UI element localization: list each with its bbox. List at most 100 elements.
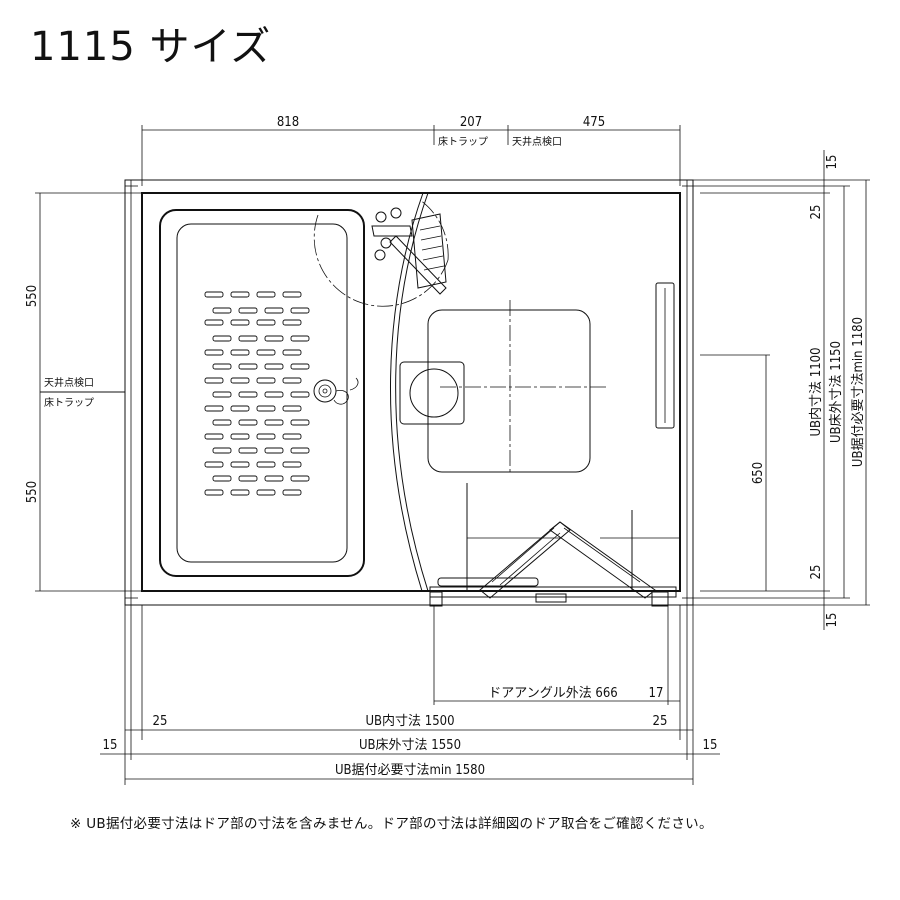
ub-floor-outline bbox=[124, 179, 694, 606]
grip-slot bbox=[204, 433, 224, 440]
label-floor-trap-top: 床トラップ bbox=[438, 135, 488, 148]
ub-inner-outline bbox=[141, 192, 681, 592]
grip-slot bbox=[212, 447, 232, 454]
dim-right-15-bottom: 15 bbox=[825, 613, 840, 628]
grip-slot bbox=[282, 461, 302, 468]
folding-door bbox=[429, 521, 677, 607]
grip-slot bbox=[282, 319, 302, 326]
grip-slot bbox=[264, 447, 284, 454]
dim-right-650: 650 bbox=[751, 462, 766, 484]
grip-slot bbox=[256, 377, 276, 384]
grip-slot bbox=[204, 319, 224, 326]
grip-slot bbox=[230, 461, 250, 468]
grip-slot bbox=[238, 475, 258, 482]
dim-top-207: 207 bbox=[460, 115, 482, 130]
grip-slot bbox=[204, 405, 224, 412]
faucet-area bbox=[313, 199, 449, 307]
grip-slot bbox=[230, 433, 250, 440]
grip-slot bbox=[212, 335, 232, 342]
grip-slot bbox=[282, 405, 302, 412]
grip-slot bbox=[256, 319, 276, 326]
grip-slot bbox=[256, 461, 276, 468]
grip-slot bbox=[256, 433, 276, 440]
curved-partition bbox=[395, 192, 429, 592]
grip-slot bbox=[212, 391, 232, 398]
grip-slot bbox=[282, 349, 302, 356]
grip-slot bbox=[264, 391, 284, 398]
grip-slot bbox=[238, 307, 258, 314]
dim-bottom-25-right: 25 bbox=[653, 714, 668, 729]
grip-slot bbox=[238, 363, 258, 370]
label-ceiling-inspection-top: 天井点検口 bbox=[512, 135, 562, 148]
grip-slot bbox=[212, 419, 232, 426]
dim-left-550-bottom: 550 bbox=[25, 481, 40, 503]
dim-ub-floor-outer-horizontal: UB床外寸法 1550 bbox=[359, 738, 461, 753]
dim-bottom-25-left: 25 bbox=[153, 714, 168, 729]
grip-slot bbox=[290, 475, 310, 482]
dim-bottom-15-left: 15 bbox=[103, 738, 118, 753]
grip-slot bbox=[238, 391, 258, 398]
dim-left-550-top: 550 bbox=[25, 285, 40, 307]
grip-slot bbox=[290, 335, 310, 342]
grip-slot bbox=[212, 363, 232, 370]
grip-slot bbox=[238, 447, 258, 454]
grip-slot bbox=[230, 405, 250, 412]
grip-slot bbox=[256, 405, 276, 412]
grab-bar bbox=[655, 282, 675, 429]
stool bbox=[399, 361, 465, 425]
grip-slot bbox=[256, 291, 276, 298]
grip-slot bbox=[290, 307, 310, 314]
grip-slot bbox=[264, 419, 284, 426]
washing-counter bbox=[427, 309, 591, 473]
grip-slot bbox=[282, 291, 302, 298]
dim-bottom-15-right: 15 bbox=[703, 738, 718, 753]
dim-ub-floor-outer-vertical: UB床外寸法 1150 bbox=[829, 341, 844, 443]
dim-ub-required-horizontal: UB据付必要寸法min 1580 bbox=[335, 763, 485, 778]
grip-slot bbox=[290, 419, 310, 426]
dim-door-17: 17 bbox=[649, 686, 664, 701]
footnote: ※ UB据付必要寸法はドア部の寸法を含みません。ドア部の寸法は詳細図のドア取合を… bbox=[70, 816, 713, 832]
dim-right-25-top: 25 bbox=[809, 205, 824, 220]
grip-slot bbox=[238, 419, 258, 426]
grip-slot bbox=[264, 363, 284, 370]
label-ceiling-inspection-left: 天井点検口 bbox=[44, 376, 94, 389]
page-title: 1115 サイズ bbox=[30, 24, 272, 70]
dim-door-angle: ドアアングル外法 666 bbox=[488, 686, 618, 701]
grip-slot bbox=[256, 349, 276, 356]
dim-right-25-bottom: 25 bbox=[809, 565, 824, 580]
grip-slot bbox=[282, 377, 302, 384]
grip-slot bbox=[264, 307, 284, 314]
grip-slot bbox=[230, 291, 250, 298]
grip-slot bbox=[264, 335, 284, 342]
dim-ub-inner-horizontal: UB内寸法 1500 bbox=[365, 713, 454, 729]
dim-ub-required-vertical: UB据付必要寸法min 1180 bbox=[851, 317, 866, 467]
grip-slot bbox=[230, 349, 250, 356]
grip-slot bbox=[204, 377, 224, 384]
grip-slot bbox=[204, 349, 224, 356]
dim-right-15-top: 15 bbox=[825, 155, 840, 170]
tub-grip-slots bbox=[204, 291, 310, 496]
bathtub bbox=[159, 209, 365, 577]
grip-slot bbox=[230, 489, 250, 496]
grip-slot bbox=[282, 489, 302, 496]
label-floor-trap-left: 床トラップ bbox=[44, 396, 94, 409]
drain-icon bbox=[313, 379, 337, 403]
grip-slot bbox=[204, 489, 224, 496]
grip-slot bbox=[230, 319, 250, 326]
grip-slot bbox=[290, 447, 310, 454]
dim-ub-inner-vertical: UB内寸法 1100 bbox=[808, 347, 824, 436]
grip-slot bbox=[282, 433, 302, 440]
dim-top-475: 475 bbox=[583, 115, 605, 130]
ceiling-inspection-center bbox=[440, 300, 606, 472]
grip-slot bbox=[238, 335, 258, 342]
dim-top-818: 818 bbox=[277, 115, 299, 130]
grip-slot bbox=[230, 377, 250, 384]
grip-slot bbox=[212, 475, 232, 482]
grip-slot bbox=[290, 391, 310, 398]
grip-slot bbox=[204, 291, 224, 298]
grip-slot bbox=[204, 461, 224, 468]
grip-slot bbox=[290, 363, 310, 370]
grip-slot bbox=[264, 475, 284, 482]
grip-slot bbox=[256, 489, 276, 496]
